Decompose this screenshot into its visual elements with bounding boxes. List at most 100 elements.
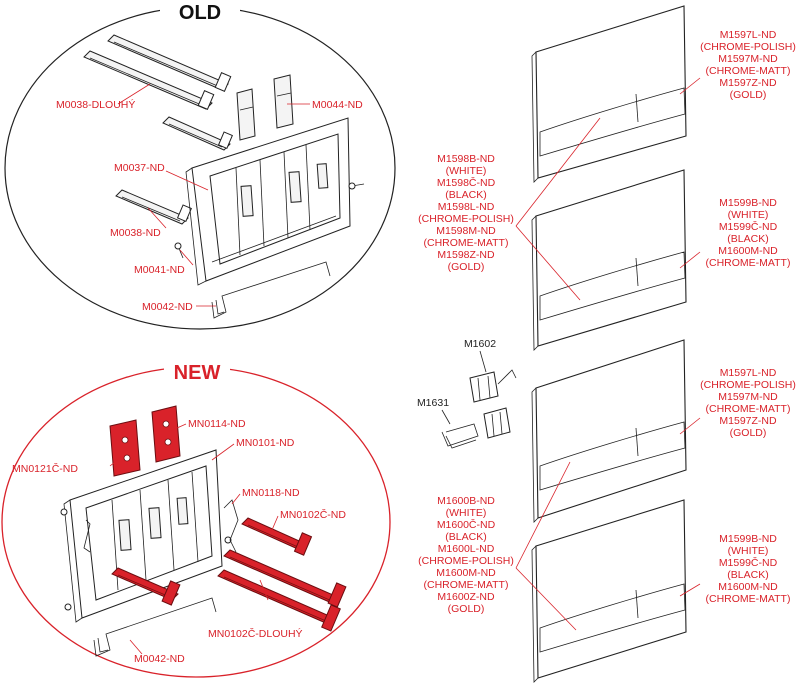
plate-label-line: (CHROME-POLISH) [700,379,796,391]
plate-label-line: M1599Č-ND [719,220,778,233]
plate-3 [531,339,687,523]
plate-label-group-g1600: M1600B-ND(WHITE)M1600Č-ND(BLACK)M1600L-N… [418,495,514,615]
plate-label-line: M1598L-ND [438,201,495,213]
plate-label-line: M1600L-ND [438,543,495,555]
plate-label-line: (CHROME-MATT) [424,579,509,591]
old-rail-long-2 [83,50,215,110]
plate-label-line: M1598Z-ND [437,249,495,261]
new-title-bg [164,358,230,384]
plate-labels: M1597L-ND(CHROME-POLISH)M1597M-ND(CHROME… [418,29,796,615]
plate-label-line: M1600M-ND [718,245,778,257]
label-mn0102c: MN0102Č-ND [280,508,346,521]
old-wire-bracket [211,261,331,319]
old-screw-right [348,182,365,190]
plate-label-line: M1600Z-ND [437,591,495,603]
new-rail-short-left [111,567,181,606]
plate-label-group-g1599-top: M1599B-ND(WHITE)M1599Č-ND(BLACK)M1600M-N… [706,197,791,269]
plate-2 [531,169,687,351]
plate-label-line: (WHITE) [446,165,487,177]
plate-label-line: (GOLD) [730,427,767,439]
plate-label-line: (CHROME-POLISH) [418,213,514,225]
plate-label-line: (CHROME-MATT) [706,403,791,415]
plate-label-group-g1598: M1598B-ND(WHITE)M1598Č-ND(BLACK)M1598L-N… [418,153,514,273]
plate-label-line: M1598B-ND [437,153,495,165]
plate-label-group-g1597-top: M1597L-ND(CHROME-POLISH)M1597M-ND(CHROME… [700,29,796,101]
plate-label-line: (GOLD) [730,89,767,101]
plate-label-line: M1597L-ND [720,29,777,41]
plate-label-line: (WHITE) [446,507,487,519]
plate-label-line: M1597Z-ND [719,77,777,89]
plate-label-line: (CHROME-POLISH) [418,555,514,567]
old-clip-left [236,88,256,141]
new-rail-short-right [241,517,313,556]
plate-label-line: (CHROME-POLISH) [700,41,796,53]
old-rail-short-bottom [115,189,192,225]
old-rail-short-top [162,116,233,151]
label-m0041: M0041-ND [134,264,185,276]
label-m0044: M0044-ND [312,99,363,111]
plate-label-line: M1599Č-ND [719,556,778,569]
label-m0042-old: M0042-ND [142,301,193,313]
plate-label-line: M1599B-ND [719,533,777,545]
old-clip-right [273,74,294,129]
label-mn0118: MN0118-ND [242,487,300,499]
accessories: M1602 M1631 [417,338,517,449]
new-clip-left [109,419,141,477]
old-screw-m0041 [174,242,184,259]
old-frame [185,117,351,286]
plate-4 [531,499,687,683]
m1631-part [441,407,511,449]
plates [515,5,701,683]
plate-label-line: (GOLD) [448,603,485,615]
plate-label-line: M1597L-ND [720,367,777,379]
new-section: NEW [1,358,391,678]
old-title: OLD [179,2,221,24]
label-mn0101: MN0101-ND [236,437,295,449]
old-rail-long-1 [107,34,232,92]
m1602-part [469,369,517,403]
new-clip-right [151,405,181,463]
new-wire-bracket [93,597,217,657]
plate-label-line: (CHROME-MATT) [424,237,509,249]
label-m0037: M0037-ND [114,162,165,174]
plate-label-line: M1600Č-ND [437,518,496,531]
plate-label-line: (BLACK) [727,233,768,245]
plate-label-line: (CHROME-MATT) [706,593,791,605]
label-mn0102c-dlouhy: MN0102Č-DLOUHÝ [208,627,303,640]
new-frame [60,449,232,623]
new-title: NEW [174,362,221,384]
plate-label-line: M1598M-ND [436,225,496,237]
plate-label-line: (CHROME-MATT) [706,65,791,77]
label-m1602: M1602 [464,338,496,350]
label-m1631: M1631 [417,397,449,409]
label-mn0121c: MN0121Č-ND [12,462,78,475]
plate-label-line: M1598Č-ND [437,176,496,189]
label-mn0114: MN0114-ND [188,418,246,430]
plate-label-line: (BLACK) [445,531,486,543]
plate-label-line: (GOLD) [448,261,485,273]
plate-label-line: (BLACK) [727,569,768,581]
plate-label-line: (WHITE) [728,209,769,221]
plate-label-line: M1600M-ND [436,567,496,579]
old-section: OLD [4,0,396,330]
label-m0038-dlouhy: M0038-DLOUHÝ [56,98,135,111]
plate-label-line: M1599B-ND [719,197,777,209]
plate-label-line: (BLACK) [445,189,486,201]
plate-label-line: M1597M-ND [718,53,778,65]
plate-label-line: M1600B-ND [437,495,495,507]
label-m0042-new: M0042-ND [134,653,185,665]
new-wire-mn0118 [223,499,239,553]
new-rail-long-1 [223,549,347,608]
plate-label-line: M1597Z-ND [719,415,777,427]
plate-label-line: (WHITE) [728,545,769,557]
plate-label-line: M1597M-ND [718,391,778,403]
plate-label-line: (CHROME-MATT) [706,257,791,269]
plate-label-group-g1597-bottom: M1597L-ND(CHROME-POLISH)M1597M-ND(CHROME… [700,367,796,439]
old-title-bg [160,0,240,24]
plate-1 [531,5,687,183]
new-rail-long-2 [217,569,341,632]
plate-label-line: M1600M-ND [718,581,778,593]
plate-label-group-g1599-bottom: M1599B-ND(WHITE)M1599Č-ND(BLACK)M1600M-N… [706,533,791,605]
